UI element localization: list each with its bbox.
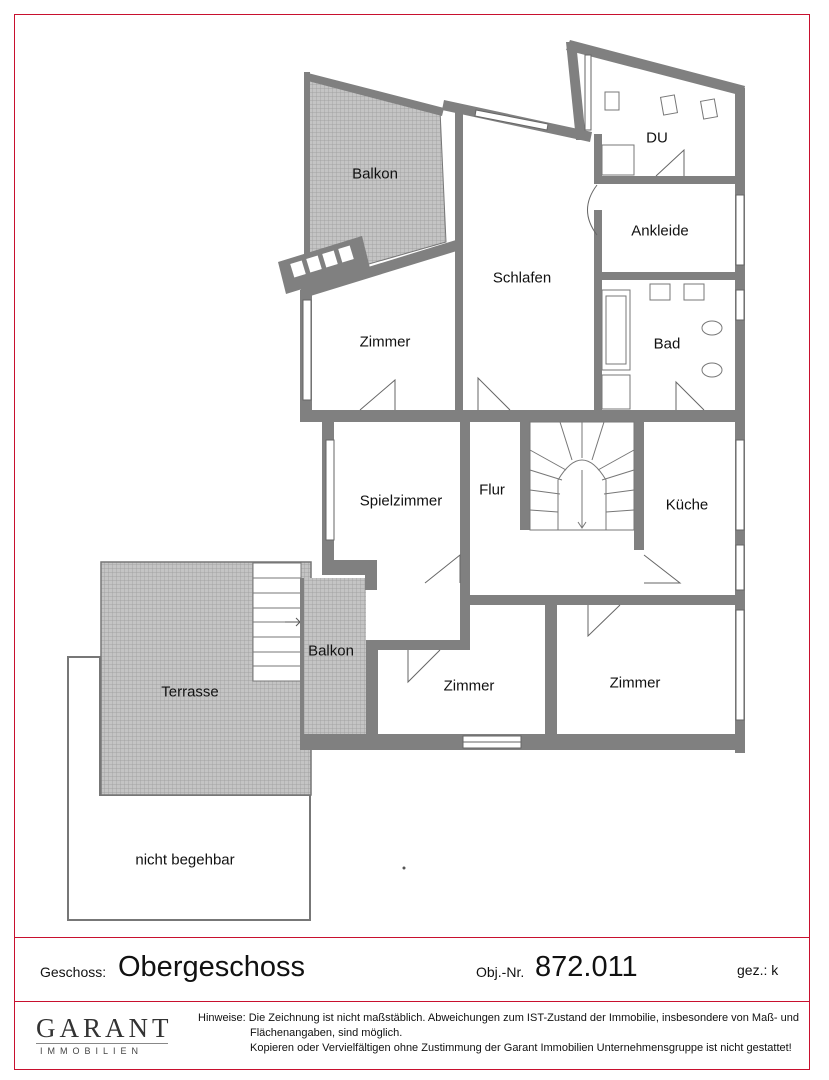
room-label-zimmer-1: Zimmer xyxy=(359,333,411,351)
room-label-nicht-begehbar: nicht begehbar xyxy=(135,851,235,869)
room-label-terrasse: Terrasse xyxy=(161,683,219,701)
geschoss-label: Geschoss: xyxy=(40,964,107,980)
room-label-ankleide: Ankleide xyxy=(631,222,689,240)
room-label-du: DU xyxy=(646,129,668,147)
objnr-value: 872.011 xyxy=(535,951,638,983)
balcony-bottom-area xyxy=(302,578,366,738)
doors xyxy=(359,148,705,684)
disclaimer-notes: Hinweise: Die Zeichnung ist nicht maßstä… xyxy=(198,1011,806,1056)
note-line-3: Kopieren oder Vervielfältigen ohne Zusti… xyxy=(250,1042,792,1054)
room-label-spielzimmer: Spielzimmer xyxy=(359,492,443,510)
floor-plan xyxy=(67,40,745,921)
room-label-balkon-top: Balkon xyxy=(352,165,398,183)
footer-separator xyxy=(14,937,810,938)
garant-logo-subtitle: IMMOBILIEN xyxy=(40,1046,144,1056)
page-frame xyxy=(14,14,810,1070)
room-label-kueche: Küche xyxy=(665,496,709,514)
room-label-balkon-bottom: Balkon xyxy=(308,642,354,660)
garant-logo: GARANT xyxy=(36,1013,173,1043)
geschoss-value: Obergeschoss xyxy=(118,951,305,983)
gez-label: gez.: k xyxy=(737,962,779,978)
room-label-zimmer-2: Zimmer xyxy=(443,677,495,695)
room-label-schlafen: Schlafen xyxy=(492,269,552,287)
logo-divider xyxy=(36,1043,168,1044)
footer-separator-2 xyxy=(14,1001,810,1002)
objnr-label: Obj.-Nr. xyxy=(476,964,525,980)
bay-window xyxy=(278,236,370,294)
room-label-zimmer-3: Zimmer xyxy=(609,674,661,692)
room-label-flur: Flur xyxy=(479,481,505,499)
staircase xyxy=(529,421,635,531)
fixtures xyxy=(601,91,723,410)
windows xyxy=(302,54,745,749)
room-label-bad: Bad xyxy=(653,335,681,353)
note-line-1: Hinweise: Die Zeichnung ist nicht maßstä… xyxy=(198,1012,800,1024)
note-line-2: Flächenangaben, sind möglich. xyxy=(250,1027,403,1039)
